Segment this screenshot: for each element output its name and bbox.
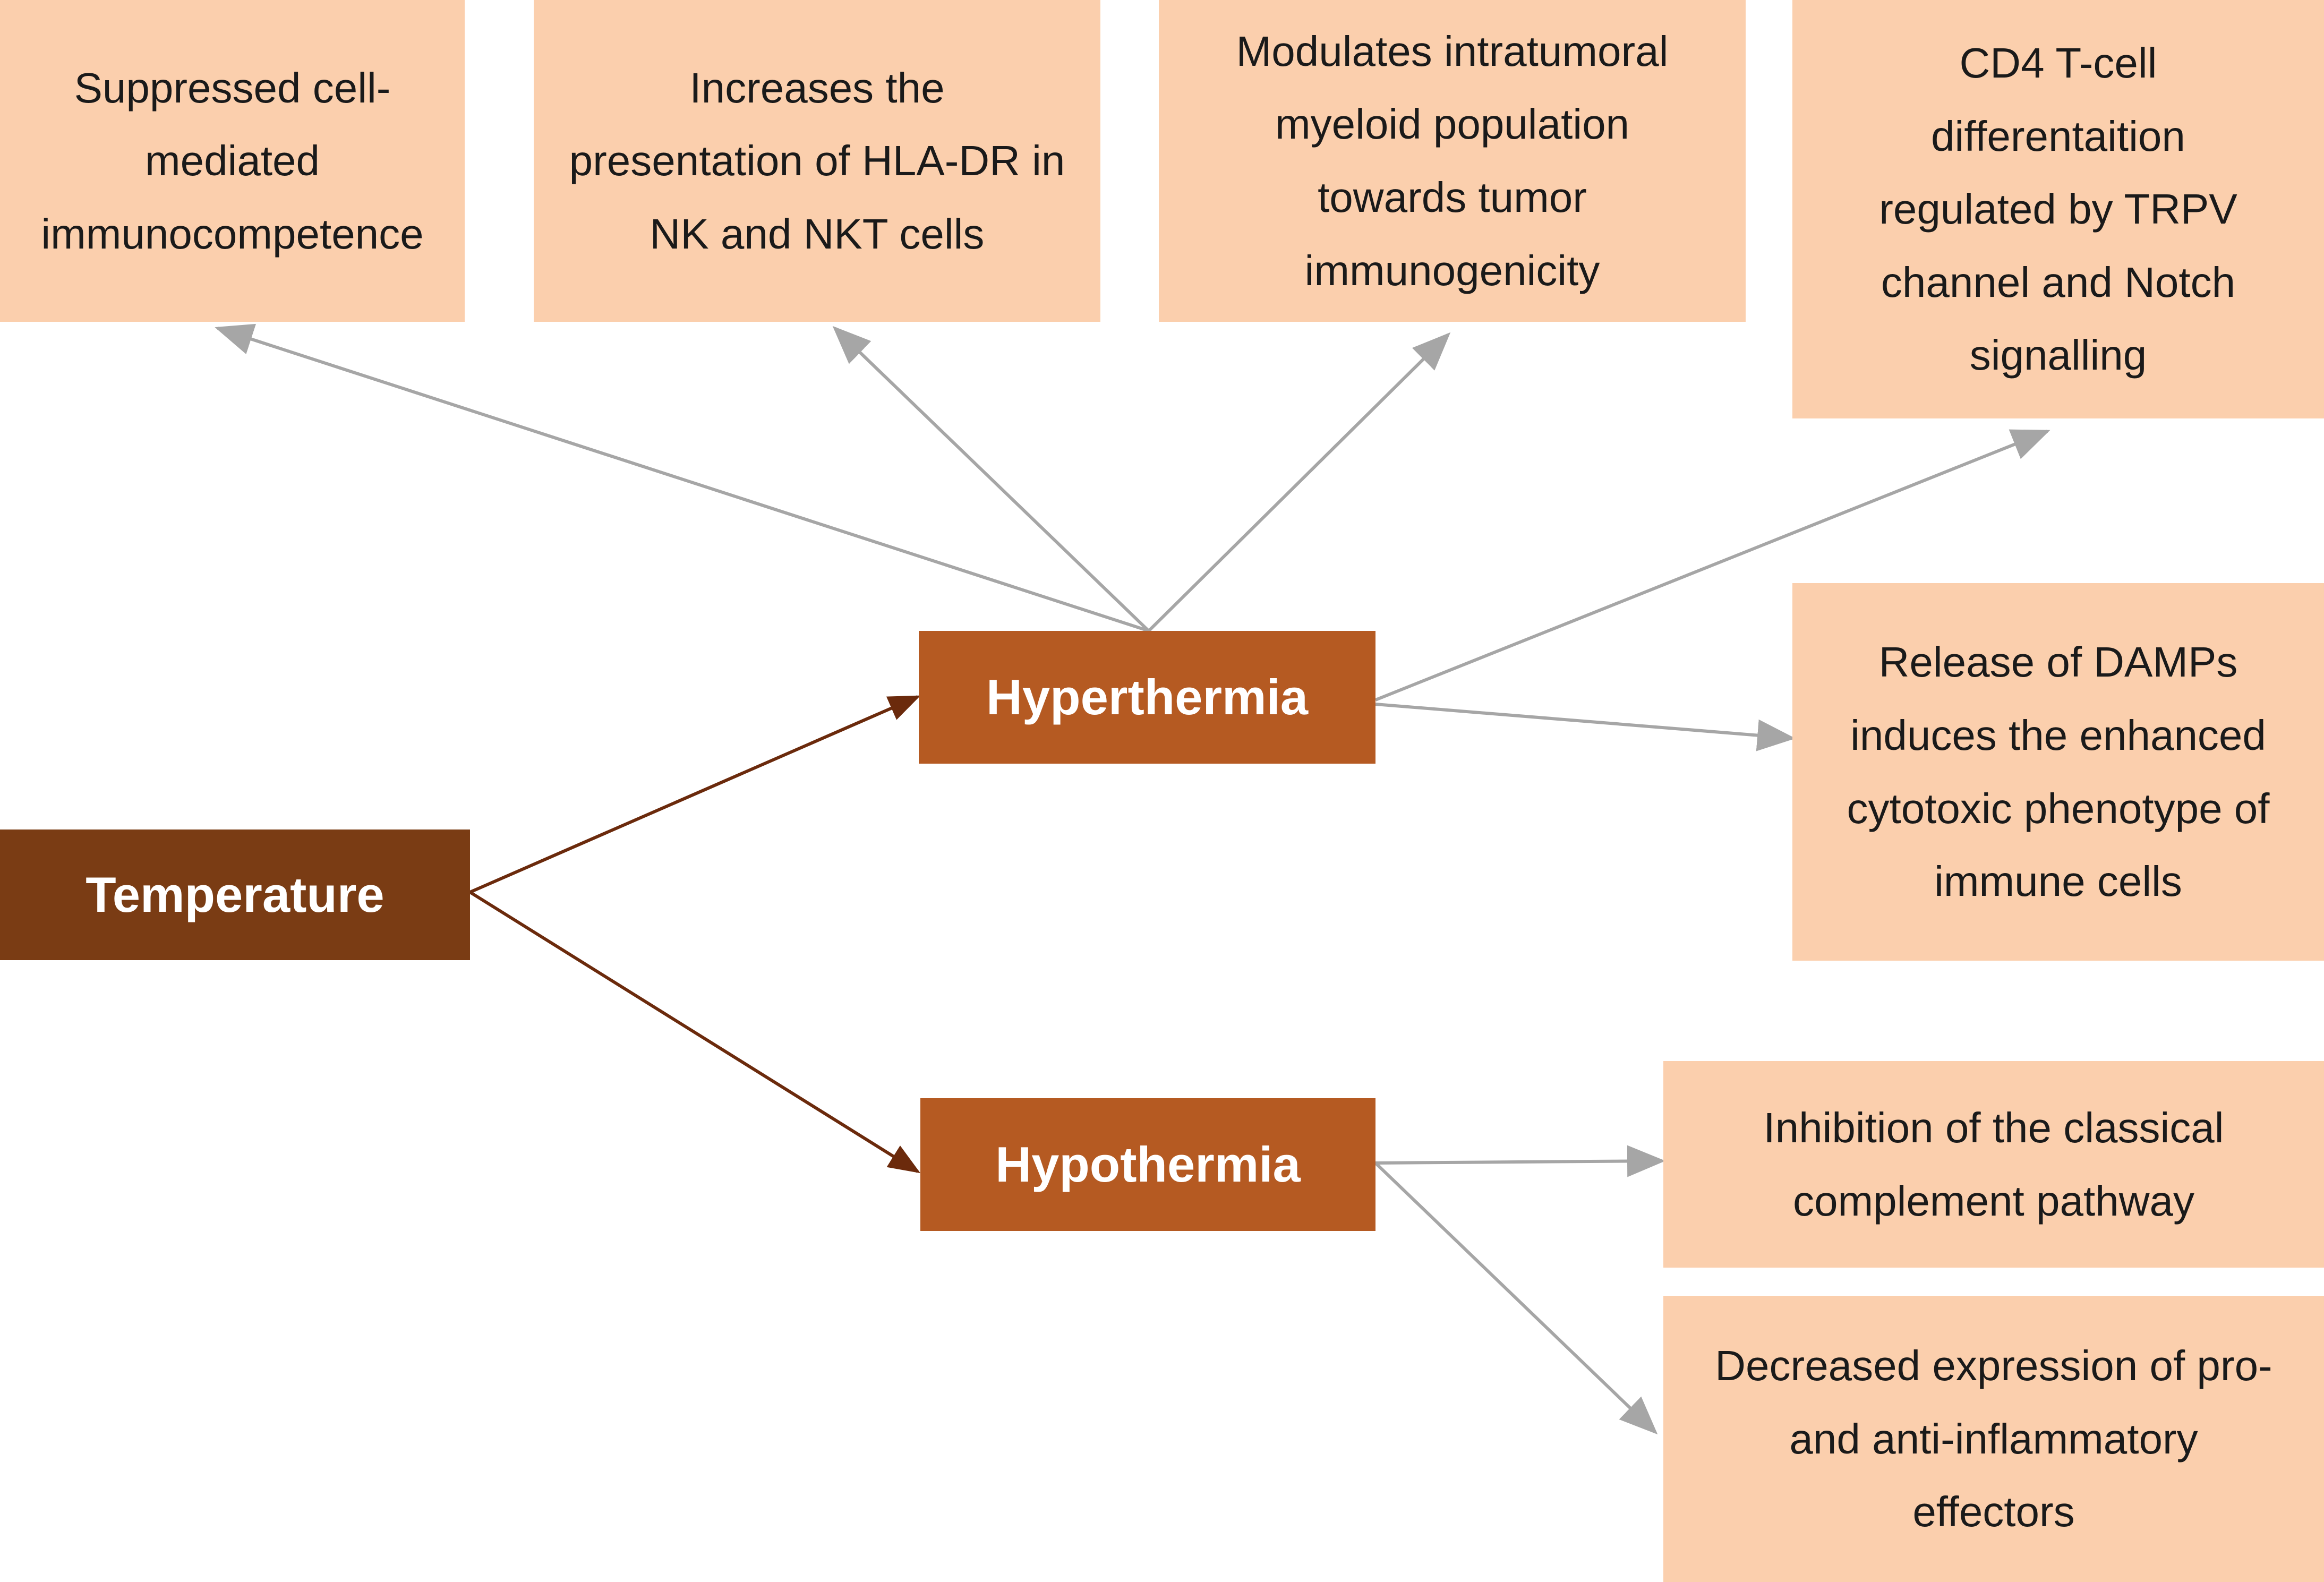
arrow-hyperthermia-to-effect-2	[832, 326, 1150, 632]
hyperthermia-effect-text: Release of DAMPs induces the enhanced cy…	[1847, 638, 2270, 905]
hypothermia-node: Hypothermia	[920, 1098, 1375, 1231]
arrow-hyperthermia-to-effect-5	[1375, 703, 1796, 751]
hyperthermia-effect-box: Release of DAMPs induces the enhanced cy…	[1792, 583, 2324, 961]
hyperthermia-node: Hyperthermia	[919, 631, 1375, 764]
temperature-label: Temperature	[86, 867, 385, 922]
arrow-hypothermia-to-effect-1	[1375, 1145, 1665, 1177]
hyperthermia-effect-text: Increases the presentation of HLA-DR in …	[569, 64, 1065, 258]
hypothermia-effect-text: Decreased expression of pro- and anti-in…	[1715, 1342, 2272, 1536]
hyperthermia-effect-box: Modulates intratumoral myeloid populatio…	[1159, 0, 1746, 322]
hypothermia-effect-box: Decreased expression of pro- and anti-in…	[1663, 1296, 2324, 1582]
hyperthermia-effect-text: CD4 T-cell differentaition regulated by …	[1879, 39, 2237, 379]
arrow-hyperthermia-to-effect-1	[215, 323, 1149, 632]
arrow-temperature-to-hypothermia	[469, 891, 921, 1174]
hyperthermia-effect-box: CD4 T-cell differentaition regulated by …	[1792, 0, 2324, 418]
arrow-temperature-to-hyperthermia	[469, 695, 921, 894]
arrow-hyperthermia-to-effect-4	[1374, 429, 2050, 702]
hypothermia-label: Hypothermia	[995, 1136, 1301, 1192]
hypothermia-effect-text: Inhibition of the classical complement p…	[1763, 1104, 2224, 1225]
temperature-node: Temperature	[0, 830, 470, 960]
hyperthermia-label: Hyperthermia	[986, 669, 1308, 725]
arrow-hyperthermia-to-effect-3	[1147, 332, 1451, 632]
hyperthermia-effect-text: Suppressed cell- mediated immunocompeten…	[41, 64, 424, 258]
hyperthermia-effect-box: Increases the presentation of HLA-DR in …	[534, 0, 1100, 322]
hypothermia-effect-box: Inhibition of the classical complement p…	[1663, 1061, 2324, 1268]
arrow-hypothermia-to-effect-2	[1374, 1161, 1658, 1435]
hyperthermia-effect-text: Modulates intratumoral myeloid populatio…	[1236, 27, 1669, 294]
hyperthermia-effect-box: Suppressed cell- mediated immunocompeten…	[0, 0, 465, 322]
